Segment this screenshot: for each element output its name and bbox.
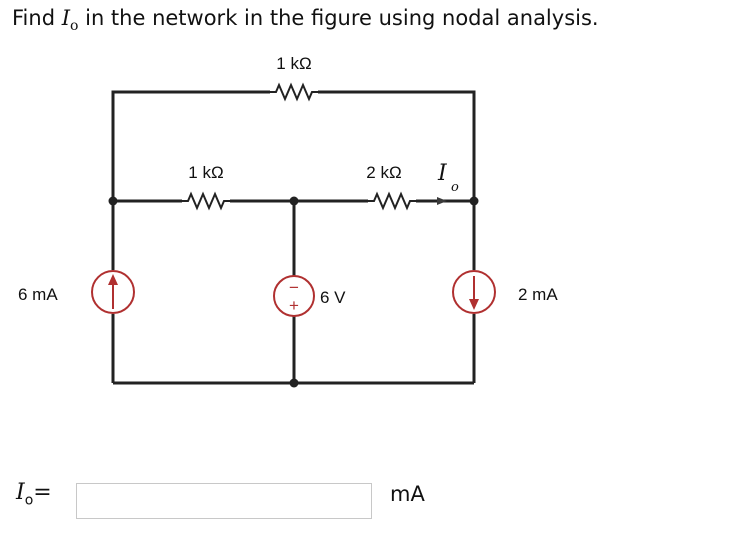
question-prefix: Find: [12, 6, 62, 30]
question-io-sub: o: [70, 18, 79, 35]
answer-unit: mA: [390, 482, 425, 506]
label-src-left: 6 mA: [18, 285, 58, 304]
question-text: Find Io in the network in the figure usi…: [12, 6, 599, 34]
voltage-plus-sign: +: [289, 296, 299, 315]
voltage-minus-sign: −: [289, 278, 299, 297]
resistor-mid-right: [368, 191, 416, 211]
circuit-diagram: − + 1 kΩ 1 kΩ 2 kΩ I o 6 mA 6 V 2 mA: [18, 54, 558, 388]
circuit-wires: [111, 90, 476, 385]
io-arrow: [437, 197, 447, 205]
answer-label: Io=: [16, 480, 52, 508]
question-io-var: Io: [61, 6, 79, 35]
current-source-right: [452, 270, 496, 314]
answer-equals: =: [33, 480, 52, 505]
label-src-right: 2 mA: [518, 285, 558, 304]
circuit-nodes: [108, 196, 479, 388]
label-r-mid-right: 2 kΩ: [366, 163, 401, 182]
label-src-mid: 6 V: [320, 288, 346, 307]
current-source-left: [91, 270, 135, 314]
label-io-var: I: [437, 161, 448, 186]
label-io-sub: o: [451, 180, 459, 195]
answer-var: I: [16, 480, 25, 505]
voltage-source-mid: − +: [273, 275, 315, 317]
answer-input[interactable]: [76, 483, 372, 519]
label-r-top: 1 kΩ: [276, 54, 311, 73]
label-r-mid-left: 1 kΩ: [188, 163, 223, 182]
resistor-mid-left: [182, 191, 230, 211]
resistor-top: [270, 82, 318, 102]
answer-sub: o: [24, 492, 34, 509]
question-suffix: in the network in the figure using nodal…: [78, 6, 599, 30]
